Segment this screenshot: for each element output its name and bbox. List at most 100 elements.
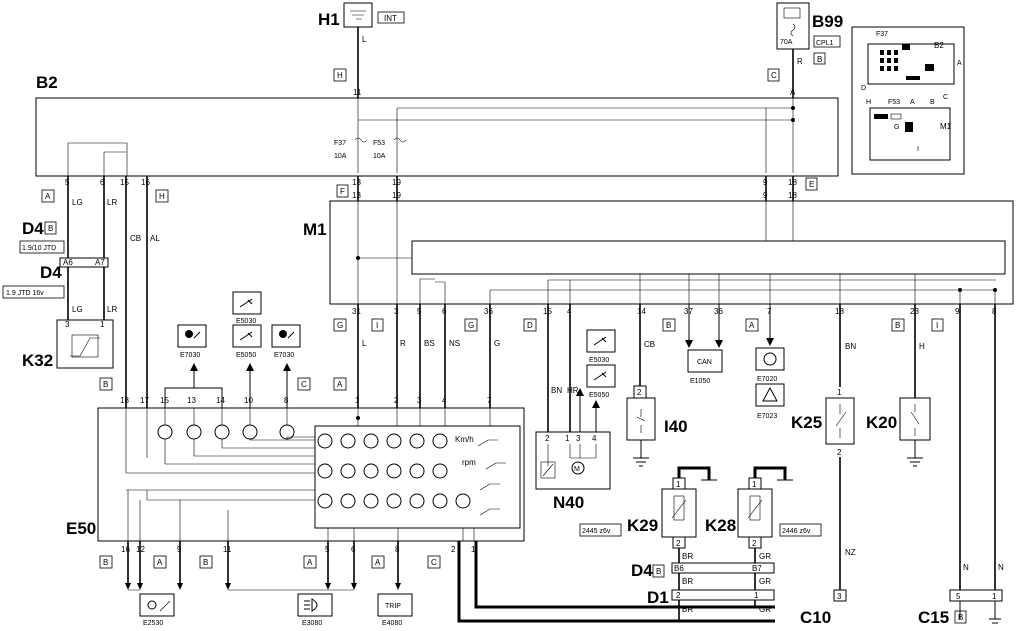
conn-g-m1-b: G (468, 321, 474, 330)
conn-b-m1-b: B (895, 321, 900, 330)
component-i40: 2 I40 (626, 385, 688, 441)
conn-b-c15: B (958, 613, 963, 622)
component-n40: 2 1 3 4 M N40 (535, 431, 611, 512)
e5030-ref-b: E5030 (586, 329, 616, 364)
pin-a6: A6 (63, 258, 73, 267)
conn-b-e50-c: B (203, 558, 208, 567)
trip-ref: TRIP (385, 603, 401, 610)
e2530-ref: E2530 (143, 620, 163, 627)
pin-b6: B6 (674, 564, 684, 573)
conn-h-b2: H (159, 192, 165, 201)
d1-label: D1 (647, 588, 669, 607)
wire-bn-k25: BN (845, 342, 856, 351)
cpl1-label: CPL1 (816, 40, 834, 47)
m1-connector-tags: G I G D B A B I (333, 318, 944, 332)
can-ref: CAN E1050 (687, 349, 723, 385)
pin-11-b2: 11 (353, 88, 362, 97)
d4-label-c: D4 (631, 561, 653, 580)
component-k29: 1 2 2445 z6v K29 (579, 466, 717, 549)
e5050-b-text: E5050 (589, 392, 609, 399)
e50-label: E50 (66, 519, 96, 538)
wire-hr-n40: HR (567, 386, 579, 395)
conn-g-m1-a: G (337, 321, 343, 330)
e50-pin-4: 4 (442, 396, 447, 405)
n40-pin-3: 3 (576, 434, 581, 443)
e5050-ref-a: E5050 (232, 324, 262, 359)
conn-a-e50-b: A (157, 558, 163, 567)
wire-cb-i40: CB (644, 340, 655, 349)
wire-n-a: N (963, 563, 969, 572)
b99-fuse-rating: 70A (780, 39, 793, 46)
pin-a-b2: A (790, 88, 796, 97)
gauge-speed: Km/h (455, 435, 474, 444)
conn-a-b2: A (45, 192, 51, 201)
e7030-a-text: E7030 (180, 352, 200, 359)
i40-pin-2: 2 (637, 388, 642, 397)
k20-label: K20 (866, 413, 897, 432)
b99-label: B99 (812, 12, 843, 31)
f53-rating: 10A (373, 153, 386, 160)
b2-pin-13: 13 (352, 178, 361, 187)
wire-ns: NS (449, 339, 460, 348)
conn-i-m1-b: I (936, 321, 938, 330)
wire-bs: BS (424, 339, 435, 348)
e50-pin-17: 17 (140, 396, 149, 405)
e5030-ref-a: E5030 (232, 291, 262, 325)
wire-lg-1: LG (72, 198, 83, 207)
f53-name: F53 (373, 140, 385, 147)
component-b99: 70A B99 CPL1 B (776, 2, 843, 65)
component-k25: 1 2 K25 (791, 388, 855, 457)
k28-pin-2: 2 (752, 539, 757, 548)
d4-variant-bottom: 1.9 JTD 16v (6, 290, 44, 297)
i40-label: I40 (664, 417, 688, 436)
wire-bn-n40: BN (551, 386, 562, 395)
k29-variant: 2445 z6v (582, 528, 611, 535)
e50-pin-3: 3 (417, 396, 422, 405)
conn-c-e50-b: C (431, 558, 437, 567)
k32-label: K32 (22, 351, 53, 370)
conn-b-d4: B (48, 224, 53, 233)
conn-b-e50-a: B (103, 380, 108, 389)
e50-bottom-outputs: B A B A A C E2530 E3080 TRIP E4080 (99, 541, 441, 627)
e5030-b-text: E5030 (589, 357, 609, 364)
can-text: CAN (697, 359, 712, 366)
n40-pin-4: 4 (592, 434, 597, 443)
b2-pin-16: 16 (141, 178, 150, 187)
n40-pin-1: 1 (565, 434, 570, 443)
inset-i: I (917, 146, 919, 153)
e50-pin-16: 16 (121, 545, 130, 554)
conn-a-e50-d: A (375, 558, 381, 567)
conn-b-e50-b: B (103, 558, 108, 567)
k32-pin-1: 1 (100, 320, 105, 329)
wire-lg-2: LG (72, 305, 83, 314)
inset-a: A (957, 60, 962, 67)
e50-pin-14: 14 (216, 396, 225, 405)
wire-lr-2: LR (107, 305, 117, 314)
d1-pin-1: 1 (754, 591, 759, 600)
pin-a7: A7 (95, 258, 105, 267)
d1-pin-2: 2 (676, 591, 681, 600)
component-e50: 18 17 15 13 14 10 8 1 2 3 4 7 Km/h rpm (66, 396, 525, 554)
inset-m1: M1 (940, 122, 952, 131)
e50-pin-18: 18 (120, 396, 129, 405)
e50-pin-1b: 1 (471, 545, 476, 554)
e7030-ref-a: E7030 (177, 324, 207, 359)
conn-i-m1-a: I (376, 321, 378, 330)
m1-pin-14: 14 (637, 307, 646, 316)
e5030-a-text: E5030 (236, 318, 256, 325)
e50-pin-2b: 2 (451, 545, 456, 554)
wire-cb: CB (130, 234, 141, 243)
c10-label: C10 (800, 608, 831, 627)
k28-label: K28 (705, 516, 736, 535)
f37-rating: 10A (334, 153, 347, 160)
e1050-ref: E1050 (690, 378, 710, 385)
component-k20: K20 (866, 397, 931, 441)
e5050-a-text: E5050 (236, 352, 256, 359)
wire-nz: NZ (845, 548, 856, 557)
inset-locator: F37 B2 A D F53 A B C H G M1 I (851, 26, 965, 175)
e7020-text: E7020 (757, 376, 777, 383)
junction-dots (356, 106, 997, 420)
k25-pin-2: 2 (837, 448, 842, 457)
wire-gr-1: GR (759, 552, 771, 561)
conn-b-m1-a: B (666, 321, 671, 330)
